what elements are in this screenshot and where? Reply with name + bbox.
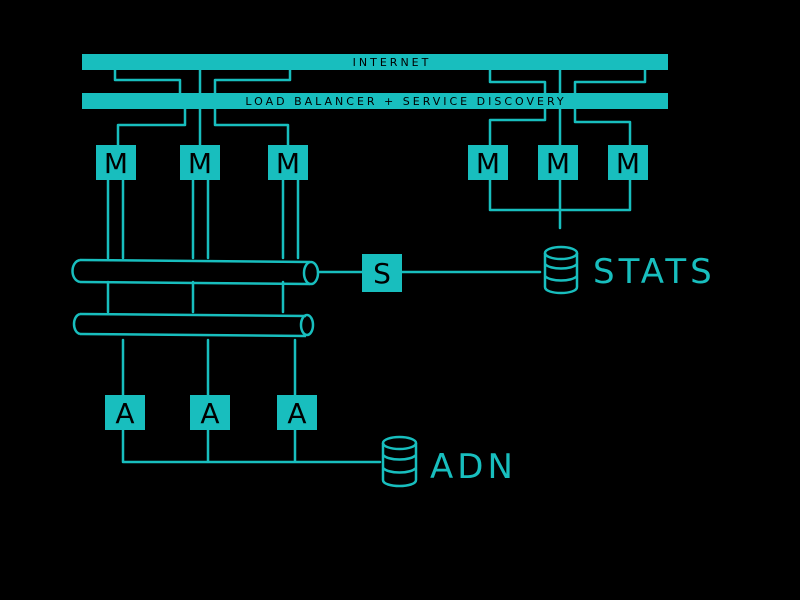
a-node-2: A — [190, 395, 230, 430]
s-node-label: S — [373, 257, 391, 290]
balancer-to-m-wires — [116, 106, 632, 147]
a-node-1-label: A — [115, 397, 134, 430]
internet-label: INTERNET — [353, 56, 432, 69]
a-node-3-label: A — [287, 397, 306, 430]
pipe-to-a-wires — [121, 338, 297, 397]
m-node-6: M — [608, 145, 648, 180]
m-node-2: M — [180, 145, 220, 180]
m-node-4: M — [468, 145, 508, 180]
m-to-pipe-wires — [106, 178, 300, 260]
a-node-1: A — [105, 395, 145, 430]
a-node-2-label: A — [200, 397, 219, 430]
message-pipe-1 — [71, 258, 320, 286]
s-node: S — [362, 254, 402, 292]
load-balancer-label: LOAD BALANCER + SERVICE DISCOVERY — [245, 95, 566, 108]
m-node-5: M — [538, 145, 578, 180]
a-to-adn-wire — [121, 428, 382, 464]
m-node-1-label: M — [104, 147, 128, 180]
m-node-5-label: M — [546, 147, 570, 180]
load-balancer-bar — [82, 93, 668, 109]
stats-database-icon — [543, 245, 579, 295]
message-pipe-2 — [72, 312, 315, 338]
m-node-3-label: M — [276, 147, 300, 180]
a-node-3: A — [277, 395, 317, 430]
m-node-6-label: M — [616, 147, 640, 180]
adn-label: ADN — [430, 447, 517, 487]
adn-database-icon — [381, 435, 418, 488]
right-m-group-connector — [488, 178, 632, 230]
pipe-between-wires — [106, 280, 285, 314]
m-node-4-label: M — [476, 147, 500, 180]
internet-bar — [82, 54, 668, 70]
m-node-2-label: M — [188, 147, 212, 180]
stats-label: STATS — [593, 252, 716, 292]
internet-connectors — [113, 68, 647, 97]
m-node-1: M — [96, 145, 136, 180]
m-node-3: M — [268, 145, 308, 180]
